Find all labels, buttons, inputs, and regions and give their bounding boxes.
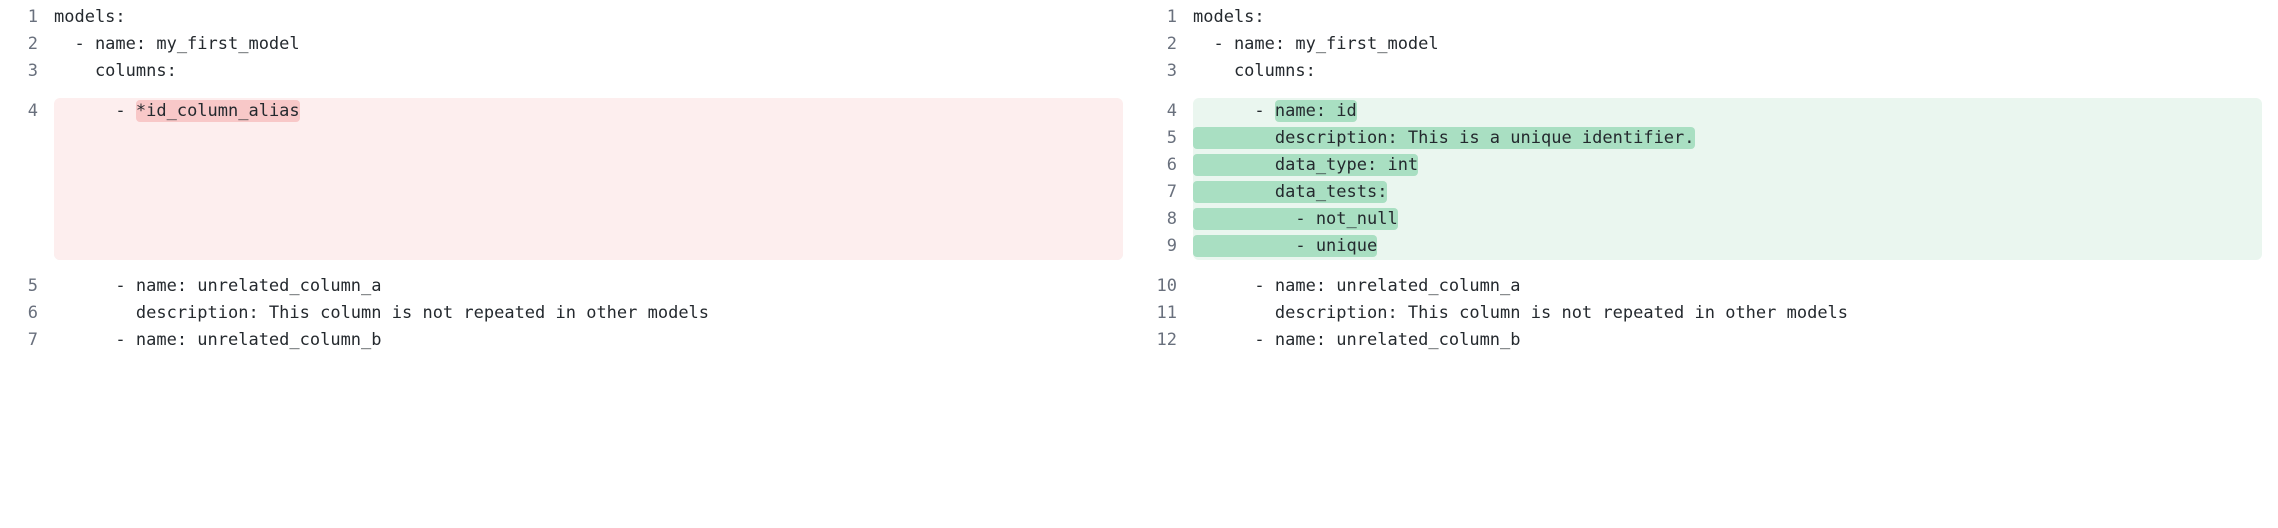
code-text: - name: unrelated_column_a — [1193, 276, 1521, 296]
line-number: 4 — [1166, 101, 1177, 121]
line-number: 11 — [1156, 303, 1177, 323]
line-number: 7 — [1166, 182, 1177, 202]
added-word-highlight: data_tests: — [1193, 181, 1388, 203]
code-line[interactable]: 7 - name: unrelated_column_b — [0, 327, 1139, 354]
line-number: 5 — [1166, 128, 1177, 148]
code-text: - name: unrelated_column_a — [54, 276, 382, 296]
code-text: description: This column is not repeated… — [54, 303, 710, 323]
code-line[interactable]: 2 - name: my_first_model — [1139, 31, 2278, 58]
diff-pane-before: 1 models: 2 - name: my_first_model 3 col… — [0, 4, 1139, 354]
code-line[interactable]: 1 models: — [1139, 4, 2278, 31]
line-number: 1 — [1166, 7, 1177, 27]
added-word-highlight: data_type: int — [1193, 154, 1419, 176]
line-number: 12 — [1156, 330, 1177, 350]
code-text: - not_null — [1177, 206, 2278, 233]
code-text: - name: my_first_model — [1193, 34, 1439, 54]
code-text: models: — [1193, 7, 1265, 27]
added-word-highlight: description: This is a unique identifier… — [1193, 127, 1695, 149]
added-block: 4 - name: id 5 description: This is a un… — [1139, 98, 2278, 260]
code-line-added[interactable]: 8 - not_null — [1139, 206, 2278, 233]
code-line[interactable]: 6 description: This column is not repeat… — [0, 300, 1139, 327]
code-line[interactable]: 3 columns: — [1139, 58, 2278, 85]
code-line[interactable]: 5 - name: unrelated_column_a — [0, 273, 1139, 300]
code-text: data_type: int — [1177, 152, 2278, 179]
code-line-added[interactable]: 9 - unique — [1139, 233, 2278, 260]
code-text: - *id_column_alias — [38, 98, 1139, 125]
code-text: data_tests: — [1177, 179, 2278, 206]
code-line-added[interactable]: 6 data_type: int — [1139, 152, 2278, 179]
block-gap — [0, 85, 1139, 98]
code-text: - name: unrelated_column_b — [54, 330, 382, 350]
deleted-block: 4 - *id_column_alias — [0, 98, 1139, 260]
diff-pane-after: 1 models: 2 - name: my_first_model 3 col… — [1139, 0, 2278, 528]
code-line[interactable]: 10 - name: unrelated_column_a — [1139, 273, 2278, 300]
block-gap — [1139, 260, 2278, 273]
line-number: 6 — [27, 303, 38, 323]
deleted-word-highlight: *id_column_alias — [135, 100, 300, 122]
added-block-background — [1193, 98, 2262, 260]
code-text: - name: unrelated_column_b — [1193, 330, 1521, 350]
line-number: 8 — [1166, 209, 1177, 229]
block-gap — [0, 260, 1139, 273]
line-number: 2 — [27, 34, 38, 54]
line-number: 3 — [1166, 61, 1177, 81]
line-prefix: - — [54, 101, 136, 121]
code-text: description: This column is not repeated… — [1193, 303, 1849, 323]
code-line-added[interactable]: 4 - name: id — [1139, 98, 2278, 125]
added-word-highlight: name: id — [1274, 100, 1357, 122]
code-line[interactable]: 12 - name: unrelated_column_b — [1139, 327, 2278, 354]
line-number: 9 — [1166, 236, 1177, 256]
block-gap — [1139, 85, 2278, 98]
code-line-added[interactable]: 7 data_tests: — [1139, 179, 2278, 206]
added-word-highlight: - not_null — [1193, 208, 1398, 230]
code-line[interactable]: 2 - name: my_first_model — [0, 31, 1139, 58]
line-number: 6 — [1166, 155, 1177, 175]
line-number: 10 — [1156, 276, 1177, 296]
line-prefix: - — [1193, 101, 1275, 121]
code-text: - name: my_first_model — [54, 34, 300, 54]
code-text: - name: id — [1177, 98, 2278, 125]
code-text: columns: — [54, 61, 177, 81]
line-number: 5 — [27, 276, 38, 296]
line-number: 2 — [1166, 34, 1177, 54]
line-number: 3 — [27, 61, 38, 81]
added-word-highlight: - unique — [1193, 235, 1378, 257]
code-text: models: — [54, 7, 126, 27]
line-number: 4 — [27, 101, 38, 121]
code-line[interactable]: 11 description: This column is not repea… — [1139, 300, 2278, 327]
code-text: columns: — [1193, 61, 1316, 81]
line-number: 7 — [27, 330, 38, 350]
code-text: - unique — [1177, 233, 2278, 260]
code-line-deleted[interactable]: 4 - *id_column_alias — [0, 98, 1139, 125]
line-number: 1 — [27, 7, 38, 27]
code-line-added[interactable]: 5 description: This is a unique identifi… — [1139, 125, 2278, 152]
deleted-block-background — [54, 98, 1123, 260]
code-text: description: This is a unique identifier… — [1177, 125, 2278, 152]
code-line[interactable]: 3 columns: — [0, 58, 1139, 85]
code-line[interactable]: 1 models: — [0, 4, 1139, 31]
